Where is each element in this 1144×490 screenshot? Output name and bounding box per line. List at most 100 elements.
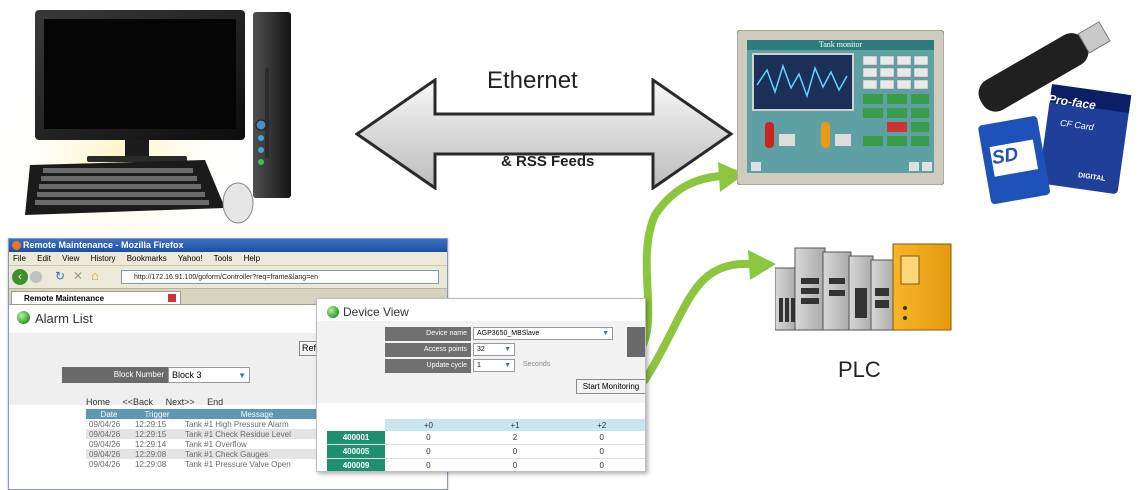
cell-trigger: 12:29:15	[135, 419, 167, 429]
chevron-down-icon: ▼	[504, 362, 511, 369]
column-header-address	[327, 419, 386, 431]
hmi-screen-title: Tank monitor	[818, 40, 863, 49]
hmi-panel: Tank monitor	[737, 30, 944, 185]
hmi-panel-icon	[737, 30, 944, 185]
device-name-value: AGP3650_MBSlave	[477, 330, 540, 337]
device-register-table: +0 +1 +2 400001 0 2 0 400005 0 0 0 40000…	[327, 419, 645, 471]
cell-trigger: 12:29:08	[135, 459, 167, 469]
home-icon[interactable]: ⌂	[91, 268, 99, 283]
device-view-title: Device View	[343, 305, 409, 319]
update-cycle-select[interactable]: 1 ▼	[473, 359, 515, 372]
column-header-trigger: Trigger	[132, 409, 182, 419]
chevron-down-icon: ▼	[238, 371, 246, 380]
table-row: 09/04/26 12:29:08 Tank #1 Pressure Valve…	[86, 459, 332, 469]
cell-value: 0	[471, 444, 559, 459]
block-number-value: Block 3	[172, 370, 202, 380]
cell-date: 09/04/26	[89, 459, 121, 469]
table-row: 09/04/26 12:29:15 Tank #1 Check Residue …	[86, 429, 332, 439]
alarm-table: Date Trigger Message 09/04/26 12:29:15 T…	[86, 409, 332, 469]
cell-date: 09/04/26	[89, 439, 121, 449]
forward-arrow-icon[interactable]	[30, 271, 42, 283]
column-header-date: Date	[86, 409, 132, 419]
tab-remote-maintenance[interactable]: Remote Maintenance	[11, 291, 181, 304]
cell-value: 0	[558, 458, 645, 471]
browser-nav-bar: ‹ ↻ ✕ ⌂ http://172.16.91.100/goform/Cont…	[9, 266, 447, 289]
home-link[interactable]: Home	[86, 397, 111, 407]
start-monitoring-button[interactable]: Start Monitoring	[576, 379, 645, 394]
column-header-offset-0: +0	[385, 419, 472, 431]
cell-value: 0	[385, 431, 472, 445]
access-points-label: Access points	[385, 343, 471, 357]
close-tab-icon[interactable]	[168, 294, 176, 302]
chevron-down-icon: ▼	[504, 346, 511, 353]
firefox-logo-icon	[12, 241, 21, 250]
menu-yahoo[interactable]: Yahoo!	[177, 254, 203, 263]
column-header-offset-2: +2	[558, 419, 645, 431]
access-points-value: 32	[477, 346, 485, 353]
page-title: Alarm List	[35, 311, 93, 326]
table-row: 09/04/26 12:29:08 Tank #1 Check Gauges	[86, 449, 332, 459]
cell-value: 0	[385, 458, 472, 471]
update-cycle-label: Update cycle	[385, 359, 471, 373]
cell-date: 09/04/26	[86, 429, 132, 439]
cell-trigger: 12:29:15	[132, 429, 182, 439]
menu-file[interactable]: File	[13, 254, 26, 263]
cell-message: Tank #1 High Pressure Alarm	[185, 419, 289, 429]
menu-bookmarks[interactable]: Bookmarks	[126, 254, 167, 263]
cell-trigger: 12:29:08	[132, 449, 182, 459]
form-side-panel	[627, 327, 645, 357]
table-row: 09/04/26 12:29:14 Tank #1 Overflow	[86, 439, 332, 449]
column-header-offset-1: +1	[471, 419, 559, 431]
menu-history[interactable]: History	[90, 254, 116, 263]
cell-value: 2	[471, 431, 559, 445]
cell-message: Tank #1 Check Residue Level	[182, 429, 332, 439]
cell-date: 09/04/26	[89, 419, 121, 429]
menu-help[interactable]: Help	[243, 254, 261, 263]
access-points-select[interactable]: 32 ▼	[473, 343, 515, 356]
cell-value: 0	[558, 431, 645, 445]
next-link[interactable]: Next>>	[165, 397, 195, 407]
rss-feeds-label: & RSS Feeds	[501, 153, 595, 170]
block-number-select[interactable]: Block 3 ▼	[168, 367, 250, 383]
storage-media-icon	[978, 21, 1132, 205]
green-arrows	[636, 162, 776, 384]
table-row: 400001 0 2 0	[327, 431, 645, 445]
browser-menu-bar: File Edit View History Bookmarks Yahoo! …	[9, 252, 447, 266]
end-link[interactable]: End	[207, 397, 224, 407]
column-header-message: Message	[182, 409, 332, 419]
device-name-select[interactable]: AGP3650_MBSlave ▼	[473, 327, 613, 340]
ethernet-label: Ethernet	[487, 67, 578, 94]
menu-tools[interactable]: Tools	[213, 254, 233, 263]
plc-label: PLC	[838, 357, 881, 382]
table-row: 400005 0 0 0	[327, 444, 645, 459]
table-row: 09/04/26 12:29:15 Tank #1 High Pressure …	[86, 419, 332, 429]
block-number-label: Block Number	[62, 367, 168, 383]
cell-value: 0	[385, 444, 472, 459]
cell-address: 400009	[327, 458, 386, 471]
chevron-down-icon: ▼	[602, 330, 609, 337]
back-link[interactable]: <<Back	[122, 397, 154, 407]
cell-value: 0	[558, 444, 645, 459]
reload-icon[interactable]: ↻	[55, 269, 66, 283]
tab-label: Remote Maintenance	[24, 294, 105, 303]
back-arrow-icon[interactable]: ‹	[12, 269, 28, 285]
menu-edit[interactable]: Edit	[37, 254, 51, 263]
cell-message: Tank #1 Check Gauges	[182, 449, 332, 459]
pagination-links: Home <<Back Next>> End	[86, 397, 233, 407]
cell-trigger: 12:29:14	[135, 439, 167, 449]
alarm-icon	[17, 311, 30, 324]
cell-message: Tank #1 Overflow	[185, 439, 247, 449]
cell-date: 09/04/26	[86, 449, 132, 459]
table-row: 400009 0 0 0	[327, 458, 645, 471]
menu-view[interactable]: View	[62, 254, 80, 263]
browser-title-bar: Remote Maintenance - Mozilla Firefox	[9, 239, 447, 252]
update-cycle-value: 1	[477, 362, 481, 369]
browser-title: Remote Maintenance - Mozilla Firefox	[23, 240, 184, 250]
device-view-panel: Device View Device name AGP3650_MBSlave …	[316, 298, 646, 472]
cell-message: Tank #1 Pressure Valve Open	[185, 459, 291, 469]
address-bar[interactable]: http://172.16.91.100/goform/Controller?r…	[121, 270, 439, 284]
sd-card-label: SD	[990, 143, 1020, 170]
stop-icon[interactable]: ✕	[73, 269, 84, 283]
desktop-computer-icon	[25, 10, 291, 224]
ethernet-double-arrow	[355, 78, 734, 190]
